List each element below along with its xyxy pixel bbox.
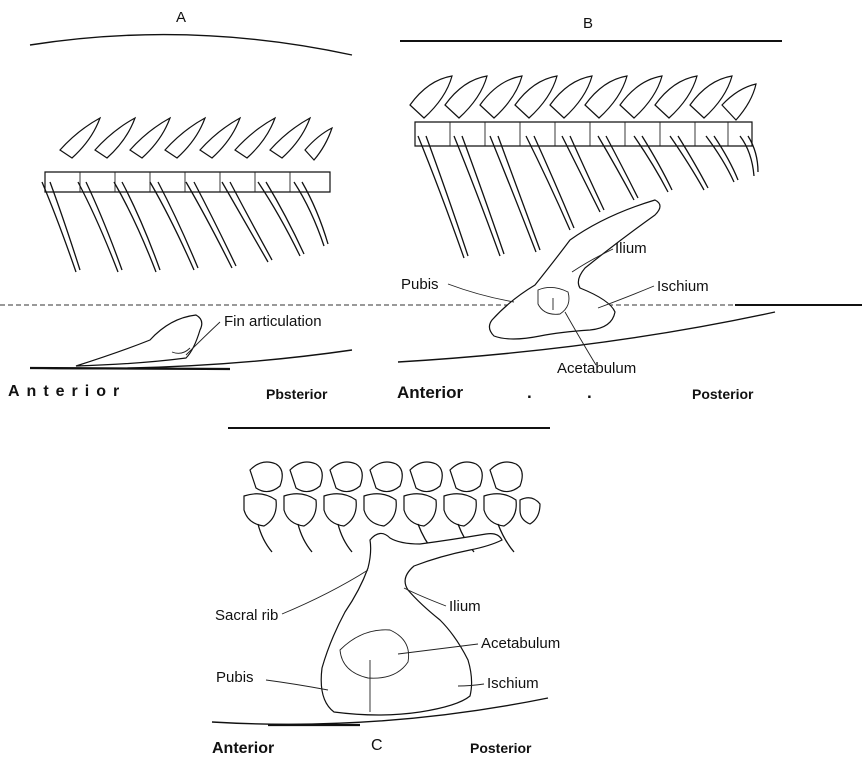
panel-a-anterior-label: Anterior <box>8 384 126 400</box>
panel-c-sacral-rib-label: Sacral rib <box>215 608 278 623</box>
panel-a-letter: A <box>176 10 186 25</box>
panel-a-vertebral-column <box>45 172 330 192</box>
panel-c-ilium-label: Ilium <box>449 599 481 614</box>
panel-b-dot-2: . <box>587 384 592 401</box>
panel-b-anterior-label: Anterior <box>397 384 463 401</box>
panel-b-pubis-leader <box>448 284 514 302</box>
panel-b-posterior-label: Posterior <box>692 387 753 401</box>
panel-c-pelvic-girdle <box>321 533 502 715</box>
panel-a-posterior-label: Pbsterior <box>266 387 327 401</box>
panel-b-ilium-label: Ilium <box>615 241 647 256</box>
panel-c-neural-spines <box>250 462 522 492</box>
panel-a-ventral-thick-line <box>30 368 230 369</box>
panel-c-pubis-label: Pubis <box>216 670 254 685</box>
panel-c-posterior-label: Posterior <box>470 741 531 755</box>
panel-b-ischium-label: Ischium <box>657 279 709 294</box>
panel-b-letter: B <box>583 16 593 31</box>
panel-a-dorsal-outline <box>30 35 352 55</box>
panel-b-vertebral-column <box>415 122 752 146</box>
panel-b-drawing <box>398 41 782 365</box>
panel-a-neural-spines <box>60 118 332 160</box>
panel-c-vertebrae <box>244 494 540 526</box>
panel-c-pubis-leader <box>266 680 328 690</box>
panel-b-neural-spines <box>410 76 756 120</box>
panel-a-pelvic-rudiment <box>76 315 202 366</box>
panel-a-ribs <box>42 182 328 272</box>
panel-b-acetabulum-label: Acetabulum <box>557 361 636 376</box>
panel-b-pubis-label: Pubis <box>401 277 439 292</box>
panel-c-acetabulum-label: Acetabulum <box>481 636 560 651</box>
panel-a-fin-articulation-label: Fin articulation <box>224 314 322 329</box>
panel-b-dot-1: . <box>527 384 532 401</box>
panel-c-ischium-label: Ischium <box>487 676 539 691</box>
panel-b-pelvic-girdle <box>489 200 660 339</box>
panel-c-anterior-label: Anterior <box>212 741 274 757</box>
panel-c-letter: C <box>371 738 383 754</box>
